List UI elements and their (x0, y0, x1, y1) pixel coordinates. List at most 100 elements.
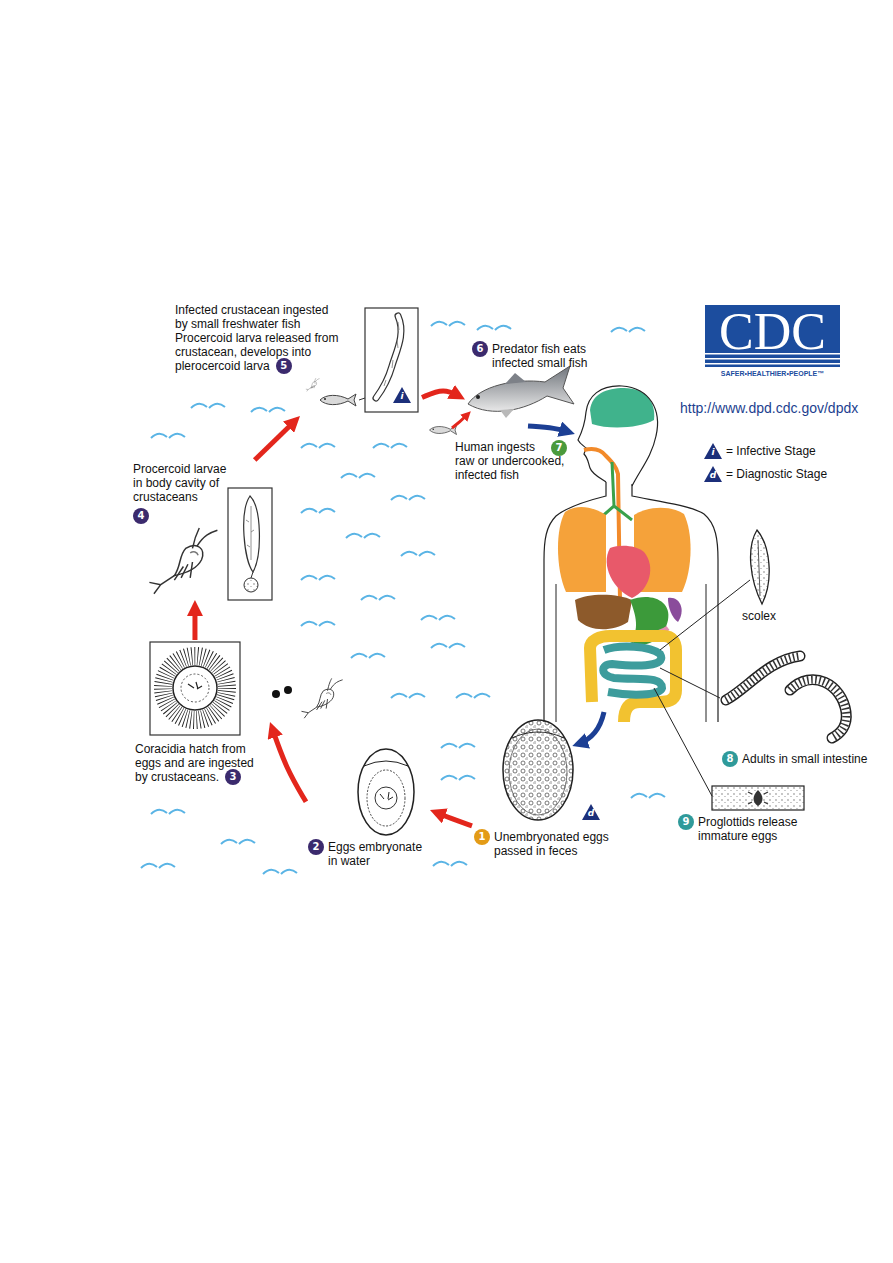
water-waves (301, 444, 335, 448)
step-number: 3 (225, 769, 241, 785)
stage-caption-body: Unembryonated eggs passed in feces (494, 830, 619, 858)
stage-2-embryonated-egg (380, 792, 393, 800)
stage-caption-body: Eggs embryonate in water (328, 840, 426, 868)
stage-2-embryonated-egg (358, 749, 414, 835)
stage-6-fish-picture (468, 366, 574, 411)
human-body (544, 386, 718, 744)
water-waves (391, 496, 425, 500)
adult-worm-picture (790, 680, 846, 738)
stage-caption: Predator fish eats infected small fish (492, 342, 597, 370)
stage-caption: Procercoid larvae in body cavity of crus… (133, 462, 233, 504)
human-body (668, 598, 682, 622)
stage-3-coracidium-picture (284, 686, 292, 694)
stage-3-coracidium-picture (150, 642, 343, 735)
infective-stage-marker: i (704, 443, 722, 459)
proglottid-picture (748, 792, 768, 804)
human-body (598, 462, 632, 520)
stage-marker-letter: d (582, 804, 600, 819)
water-waves (151, 434, 185, 438)
scolex-picture (660, 530, 769, 650)
stage-marker-letter: i (704, 443, 722, 458)
water-waves (263, 870, 297, 874)
human-body (590, 636, 676, 722)
legend-text: = Infective Stage (726, 444, 816, 458)
stage-caption: Infected crustacean ingested by small fr… (175, 303, 341, 331)
stage-3-coracidium-picture (272, 690, 280, 698)
stage-marker-triangle (393, 387, 411, 403)
logo-text: CDC (705, 306, 840, 358)
cdc-logo-box (705, 305, 840, 367)
stage-group: 1Unembryonated eggs passed in feces (472, 712, 632, 867)
stage-6-fish-picture (505, 373, 526, 384)
water-waves (361, 596, 395, 600)
stage-caption: Procercoid larva released from crustacea… (175, 331, 341, 373)
stage-6-fish-picture (430, 366, 575, 435)
stage-1-unembryonated-egg (503, 720, 573, 820)
stage-3-coracidium-picture (301, 678, 342, 718)
stage-caption-body: Infected crustacean ingested by small fr… (175, 303, 341, 373)
legend-text: = Diagnostic Stage (726, 467, 827, 481)
step-number: 7 (551, 440, 567, 456)
human-body (603, 647, 662, 695)
life-cycle-arrow (192, 606, 197, 640)
proglottid-picture (654, 688, 804, 810)
water-waves (373, 444, 407, 448)
stage-caption-body: Coracidia hatch from eggs and are ingest… (135, 742, 260, 784)
water-waves (351, 654, 385, 658)
stage-caption-group: 2Eggs embryonate in water (308, 840, 426, 868)
proglottid-picture (654, 688, 712, 796)
proglottid-picture (712, 786, 804, 810)
step-number: 2 (308, 839, 324, 855)
life-cycle-arrow (436, 812, 472, 826)
stage-group: 8Adults in small intestine (712, 648, 882, 773)
infective-stage-marker: i (393, 387, 411, 403)
water-waves (346, 534, 380, 538)
stage-caption-group: 8Adults in small intestine (722, 752, 877, 767)
stage-5-plerocercoid-picture (376, 316, 401, 398)
diagnostic-stage-marker: d (704, 466, 722, 482)
stage-2-embryonated-egg (358, 749, 414, 835)
stage-4-crustacean-picture (149, 528, 217, 594)
water-waves (301, 622, 335, 626)
stage-caption-group: 7Human ingests raw or undercooked, infec… (455, 440, 567, 482)
water-waves (431, 644, 465, 648)
stage-6-fish-picture (452, 414, 468, 428)
water-waves (391, 694, 425, 698)
stage-caption-group: 6Predator fish eats infected small fish (472, 342, 597, 370)
stage-caption-body: Human ingests raw or undercooked, infect… (455, 440, 567, 482)
adult-worm-picture (790, 680, 846, 738)
water-waves (221, 840, 255, 844)
stage-4-crustacean-picture (251, 572, 253, 578)
stage-group: Infected crustacean ingested by small fr… (172, 300, 422, 416)
stage-5-plerocercoid-picture (306, 378, 320, 391)
step-number: 4 (133, 508, 149, 524)
diagnostic-stage-marker: d (582, 804, 600, 820)
water-waves (431, 322, 465, 326)
life-cycle-arrow (272, 728, 306, 802)
water-waves (251, 408, 285, 412)
stage-group: Procercoid larvae in body cavity of crus… (130, 460, 275, 600)
step-number: 9 (678, 814, 694, 830)
stage-3-coracidium-picture (163, 656, 227, 720)
water-waves (433, 862, 467, 866)
stage-4-crustacean-picture (244, 496, 260, 572)
part-label: scolex (742, 609, 776, 623)
stage-caption-group: Coracidia hatch from eggs and are ingest… (135, 742, 260, 784)
cdc-logo-box (705, 305, 840, 367)
adult-worm-picture (660, 668, 720, 698)
stage-6-fish-picture (476, 395, 480, 399)
stage-5-plerocercoid-picture (376, 316, 401, 398)
stage-marker-triangle (704, 466, 722, 482)
cdc-logo-box (705, 363, 840, 365)
stage-1-unembryonated-egg (512, 732, 564, 738)
water-waves (611, 328, 645, 332)
stage-4-crustacean-picture (244, 578, 258, 592)
stage-2-embryonated-egg (375, 787, 397, 809)
water-waves (441, 776, 475, 780)
